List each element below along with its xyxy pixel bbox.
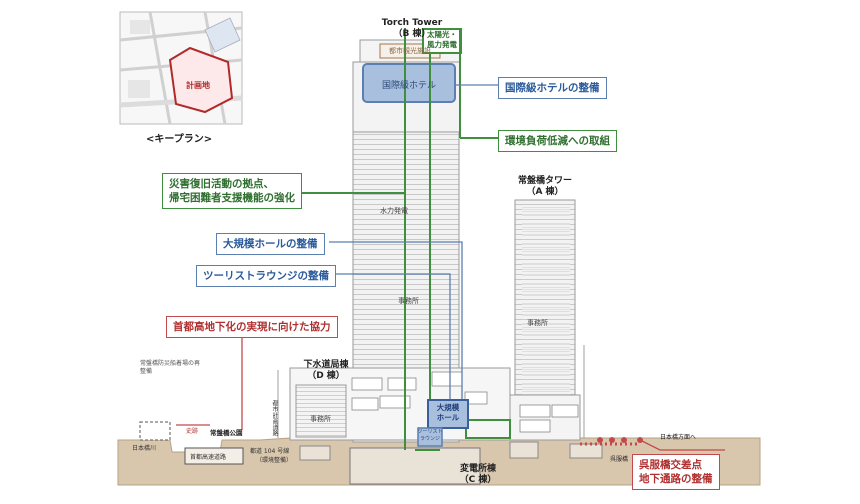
crossing-marker	[637, 437, 643, 443]
park-sub-label: 史跡	[186, 428, 199, 435]
hotel-label: 国際級ホテル	[381, 81, 436, 91]
office-a-label: 事務所	[527, 319, 548, 327]
site-outline	[168, 46, 234, 114]
hotel-box	[362, 63, 456, 103]
callout-crossing-line2: 地下通路の整備	[639, 473, 713, 485]
callout-crossing-line1: 呉服橋交差点	[639, 459, 702, 471]
hall-box	[427, 399, 469, 429]
solar-label: 太陽光・ 風力発電	[424, 30, 460, 50]
office-b-label: 事務所	[398, 297, 419, 305]
tokiwa-street-label: 都市計画道路	[271, 400, 278, 436]
low-rise-podium	[509, 394, 581, 441]
building-d	[295, 384, 347, 438]
gofukubashi-label: 呉服橋	[610, 456, 629, 463]
solar-label-line2: 風力発電	[427, 40, 457, 49]
expressway-tunnel	[184, 447, 244, 465]
tower-a-title: 常盤橋タワー （A 棟）	[512, 176, 578, 198]
office-d-label: 事務所	[310, 415, 331, 423]
observatory-label: 都市観光施設	[389, 47, 431, 55]
lounge-box	[417, 427, 443, 447]
blue-lines	[326, 84, 498, 405]
callout-disaster-line2: 帰宅困難者支援機能の強化	[169, 192, 295, 204]
callout-env: 環境負荷低減への取組	[498, 130, 617, 152]
landing-label: 常盤橋防災船着場の再整備	[140, 360, 201, 375]
solar-label-line1: 太陽光・	[427, 30, 457, 39]
callout-hall: 大規模ホールの整備	[216, 233, 325, 255]
building-c-title: 変電所棟 （C 棟）	[452, 464, 504, 486]
tower-b-name: Torch Tower	[381, 18, 443, 28]
callout-highway: 首都高地下化の実現に向けた協力	[166, 316, 338, 338]
hydro-label: 水力発電	[380, 207, 408, 215]
hall-label-line2: ホール	[436, 413, 460, 422]
hall-label-line1: 大規模	[436, 403, 460, 412]
mitsukoshi-label: 日本橋方面へ	[660, 434, 697, 441]
route-label: 都道 104 号線	[250, 448, 290, 455]
tower-a-name: 常盤橋タワー	[517, 176, 572, 186]
building-d-name: 下水道局棟	[303, 360, 349, 370]
lounge-label-line2: ラウンジ	[419, 436, 440, 442]
nihonbashi-river-label: 日本橋川	[132, 445, 157, 452]
building-c-code: （C 棟）	[459, 475, 497, 485]
park-label: 常盤橋公園	[210, 429, 243, 437]
keyplan-label: <キープラン>	[146, 134, 213, 145]
building-d-title: 下水道局棟 （D 棟）	[296, 360, 356, 382]
tower-a-code: （A 棟）	[526, 187, 564, 197]
lounge-label-line1: ツーリスト	[417, 429, 443, 435]
ground	[117, 421, 761, 486]
keyplan-site-label: 計画地	[186, 81, 210, 90]
hall-label: 大規模 ホール	[428, 403, 468, 423]
callout-disaster-line1: 災害復旧活動の拠点、	[169, 178, 274, 190]
callout-lounge: ツーリストラウンジの整備	[196, 265, 336, 287]
building-d-code: （D 棟）	[307, 371, 345, 381]
keyplan-map	[119, 11, 243, 125]
route-sub-label: （環境整備）	[256, 457, 293, 464]
lounge-label: ツーリスト ラウンジ	[414, 429, 446, 443]
tower-b-code: （B 棟）	[393, 29, 431, 39]
tower-b-title: Torch Tower （B 棟）	[378, 18, 446, 40]
expressway-label: 首都高速道路	[190, 454, 227, 461]
building-c-name: 変電所棟	[459, 464, 496, 474]
red-lines	[176, 334, 725, 451]
callout-crossing: 呉服橋交差点 地下通路の整備	[632, 454, 720, 490]
callout-disaster: 災害復旧活動の拠点、 帰宅困難者支援機能の強化	[162, 173, 302, 209]
callout-hotel: 国際級ホテルの整備	[498, 77, 607, 99]
